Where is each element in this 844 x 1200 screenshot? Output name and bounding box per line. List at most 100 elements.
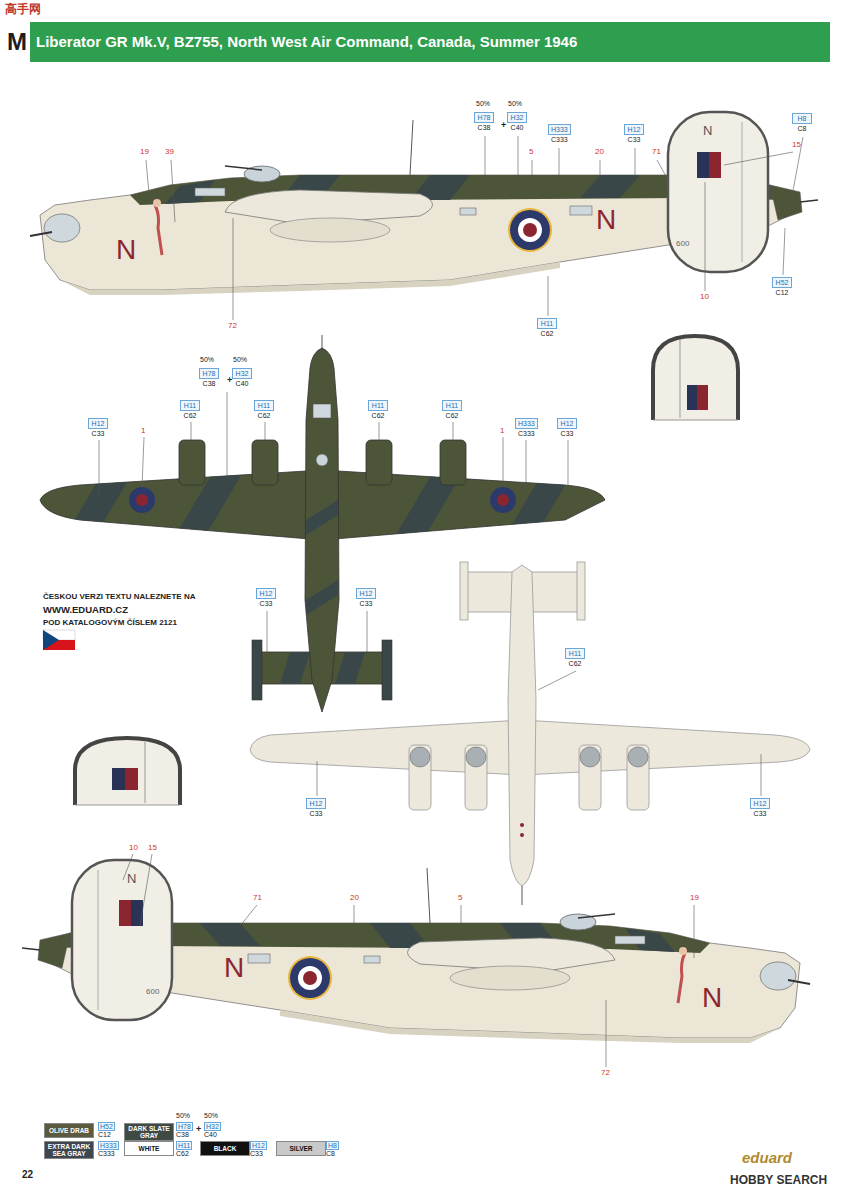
mix-ratio: 50% — [476, 100, 490, 107]
drawing-line — [354, 905, 355, 924]
drawing-polygon — [60, 460, 140, 545]
drawing-rect — [252, 440, 278, 485]
paint-callout: H11C62 — [368, 400, 388, 420]
paint-code-primary: H11 — [442, 400, 462, 411]
marking-letter: N — [224, 954, 244, 982]
paint-callout: H8C8 — [792, 113, 812, 133]
paint-callout: H12C33 — [750, 798, 770, 818]
mix-ratio: 50% — [176, 1112, 190, 1119]
drawing-line — [227, 392, 228, 478]
marking-letter: N — [596, 206, 616, 234]
legend-text: BLACK — [214, 1145, 237, 1152]
drawing-line — [518, 136, 519, 177]
drawing-polygon — [335, 652, 365, 684]
drawing-line — [142, 437, 144, 487]
drawing-line — [559, 148, 560, 177]
drawing-line — [538, 671, 576, 690]
paint-callout: H32C40 — [232, 368, 252, 388]
drawing-circle — [497, 494, 509, 506]
paint-callout: H12C33 — [306, 798, 326, 818]
drawing-line — [453, 422, 454, 440]
marking-letter: N — [702, 984, 722, 1012]
paint-code-primary: H12 — [557, 418, 577, 429]
drawing-circle — [520, 833, 524, 837]
drawing-line — [75, 805, 180, 806]
drawing-line — [653, 420, 738, 421]
paint-code-primary: H11 — [254, 400, 274, 411]
paint-callout: H11C62 — [254, 400, 274, 420]
drawing-line — [265, 422, 266, 440]
mix-ratio: 50% — [233, 356, 247, 363]
paint-code-secondary: C33 — [256, 599, 276, 608]
paint-code: H32 — [204, 1122, 221, 1131]
paint-callout: H12C33 — [624, 124, 644, 144]
legend-text: SILVER — [290, 1145, 313, 1152]
paint-code-primary: H78 — [199, 368, 219, 379]
callout-number: 72 — [601, 1069, 610, 1077]
mix-ratio: 50% — [204, 1112, 218, 1119]
callout-number: 20 — [595, 148, 604, 156]
callout-number: 39 — [165, 148, 174, 156]
drawing-line — [600, 160, 601, 178]
paint-code: C12 — [98, 1131, 111, 1138]
drawing-rect — [440, 440, 466, 485]
legend-text: DARK SLATE GRAY — [127, 1125, 171, 1139]
paint-callout: H333C333 — [548, 124, 571, 144]
drawing-line — [705, 182, 706, 291]
paint-code-primary: H32 — [232, 368, 252, 379]
paint-code-secondary: C333 — [548, 135, 571, 144]
callout-number: 71 — [253, 894, 262, 902]
drawing-circle — [136, 494, 148, 506]
legend-text: EXTRA DARK SEA GRAY — [47, 1143, 91, 1157]
drawing-line — [548, 276, 549, 316]
mix-plus: + — [196, 1125, 201, 1134]
drawing-line — [99, 440, 100, 495]
legend-swatch: DARK SLATE GRAY — [124, 1123, 174, 1141]
drawing-rect — [409, 745, 431, 810]
brand-logo: eduard — [742, 1150, 792, 1165]
paint-code-secondary: C33 — [624, 135, 644, 144]
drawing-line — [146, 160, 150, 205]
drawing-circle — [520, 823, 524, 827]
paint-code-primary: H11 — [368, 400, 388, 411]
drawing-line — [171, 160, 175, 222]
paint-code: H11 — [176, 1141, 192, 1150]
drawing-line — [680, 340, 681, 418]
drawing-path — [305, 348, 339, 712]
paint-callout: H12C33 — [356, 588, 376, 608]
drawing-line — [485, 136, 486, 177]
paint-callout: H11C62 — [537, 318, 557, 338]
drawing-polygon — [306, 580, 338, 615]
leader-lines — [99, 136, 803, 1067]
drawing-circle — [410, 747, 430, 767]
drawing-line — [140, 854, 152, 925]
legend-text: OLIVE DRAB — [49, 1127, 89, 1134]
drawing-line — [724, 152, 793, 165]
callout-number: 72 — [228, 322, 237, 330]
drawing-rect — [112, 768, 125, 790]
drawing-path — [508, 565, 536, 886]
paint-code: C33 — [250, 1150, 263, 1157]
paint-callout: H11C62 — [180, 400, 200, 420]
drawing-line — [503, 437, 504, 487]
paint-code: H78 — [176, 1122, 193, 1131]
paint-code: C38 — [176, 1131, 189, 1138]
paint-callout: H52C12 — [772, 277, 792, 297]
drawing-line — [267, 611, 268, 652]
drawing-circle — [129, 487, 155, 513]
paint-callout: H11C62 — [565, 648, 585, 668]
paint-code-secondary: C12 — [772, 288, 792, 297]
profile-letter-box — [0, 22, 30, 62]
drawing-line — [635, 148, 636, 177]
paint-code-primary: H78 — [474, 112, 494, 123]
callout-number: 1 — [500, 427, 504, 435]
paint-code-secondary: C62 — [565, 659, 585, 668]
drawing-line — [783, 228, 785, 275]
paint-callout: H12C33 — [256, 588, 276, 608]
legend-text: WHITE — [139, 1145, 160, 1152]
callout-number: 10 — [129, 844, 138, 852]
drawing-circle — [466, 747, 486, 767]
drawing-line — [568, 440, 569, 492]
fin-detail-views — [75, 336, 738, 805]
paint-code-secondary: C40 — [507, 123, 527, 132]
